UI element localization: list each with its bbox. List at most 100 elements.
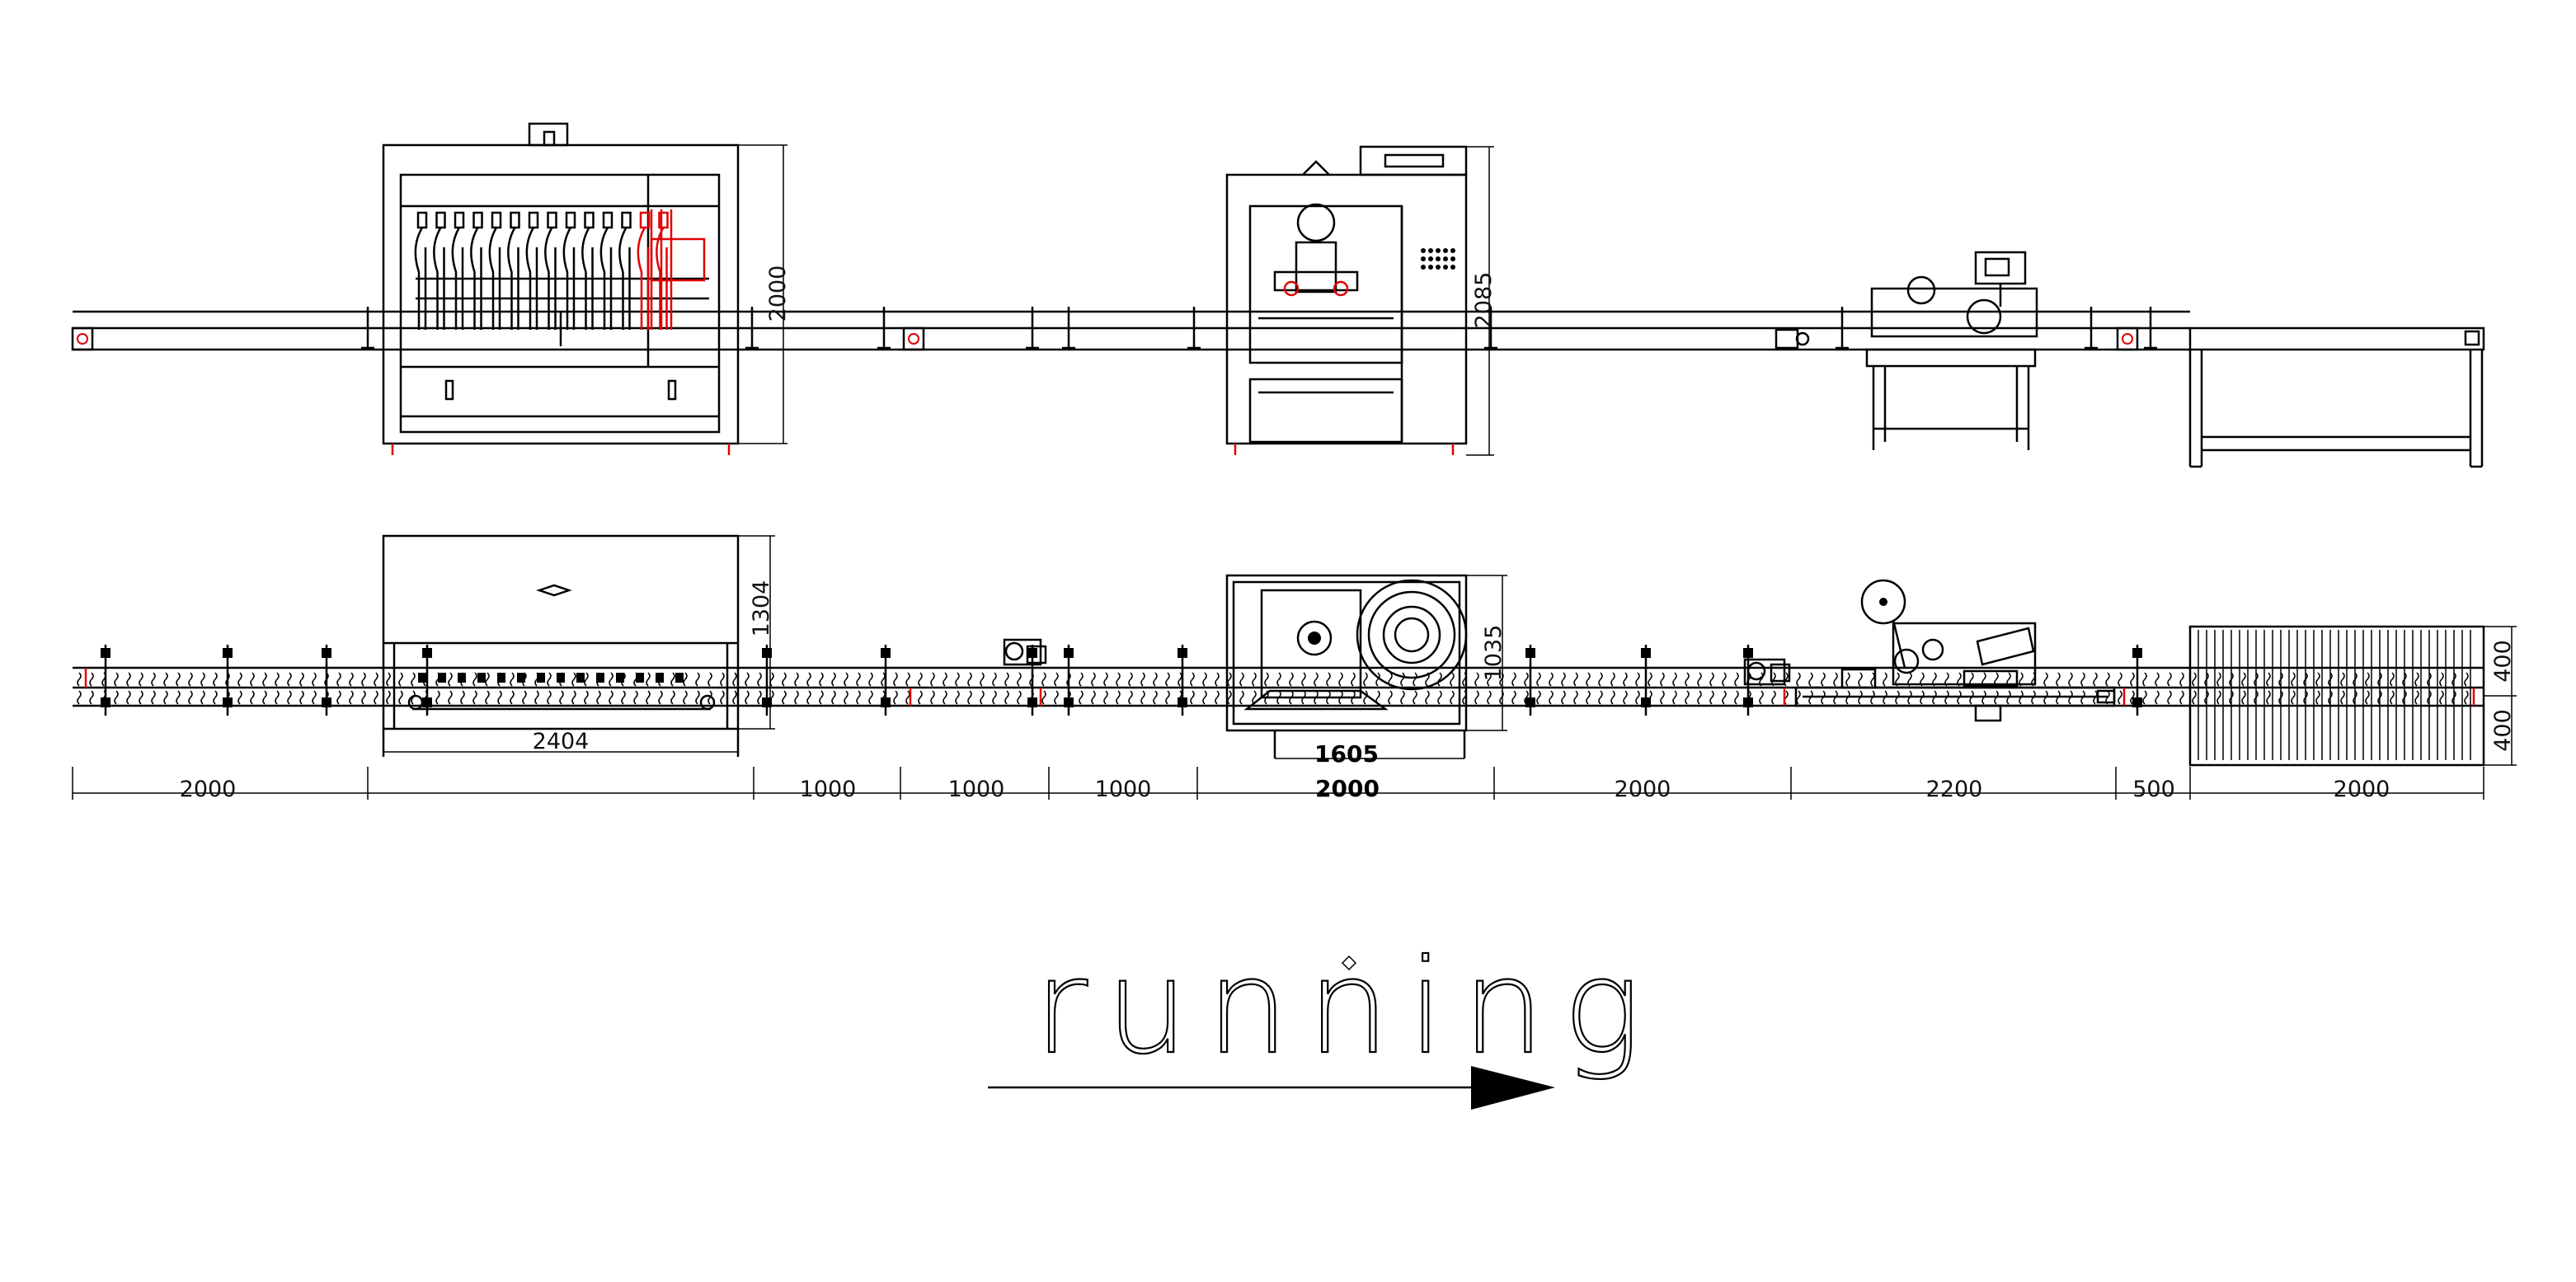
- chain-link: [905, 672, 910, 687]
- nozzle-head: [510, 211, 520, 229]
- chain-link: [1190, 672, 1195, 687]
- chain-link: [571, 672, 576, 687]
- chain-link: [77, 672, 82, 687]
- chain-link: [2105, 672, 2110, 687]
- capper-width-label: 1605: [1314, 740, 1379, 768]
- chain-link: [200, 690, 205, 705]
- chain-link: [1437, 672, 1442, 687]
- chain-link: [176, 672, 181, 687]
- chain-link: [2315, 690, 2320, 705]
- filler-machine-elevation: [382, 122, 740, 455]
- chain-link: [361, 672, 366, 687]
- nozzle-plan: [675, 673, 684, 683]
- nozzle-hose: [414, 227, 424, 330]
- chain-link: [522, 690, 527, 705]
- chain-link: [250, 690, 255, 705]
- chain-link: [139, 690, 143, 705]
- chain-link: [1239, 690, 1244, 705]
- chain-link: [633, 690, 638, 705]
- chain-link: [1586, 672, 1591, 687]
- chain-link: [448, 690, 453, 705]
- chain-link: [1610, 672, 1615, 687]
- chain-link: [126, 672, 131, 687]
- chain-link: [497, 690, 502, 705]
- chain-link: [262, 672, 267, 687]
- guide-post-cap: [1027, 697, 1037, 707]
- chain-link: [930, 690, 935, 705]
- nozzle-head: [621, 211, 632, 229]
- chain-link: [670, 690, 675, 705]
- chain-link: [1227, 672, 1232, 687]
- segment-label-1: 2000: [180, 777, 237, 802]
- chain-link: [2464, 672, 2469, 687]
- chain-link: [819, 690, 824, 705]
- chain-link: [1388, 690, 1393, 705]
- chain-link: [609, 690, 613, 705]
- capper-machine-plan: 1605: [1225, 574, 1468, 768]
- chain-link: [1536, 690, 1541, 705]
- chain-link: [188, 672, 193, 687]
- chain-link: [1796, 672, 1801, 687]
- nozzle-hose: [637, 227, 646, 330]
- table-depth-top-label: 400: [2490, 640, 2516, 683]
- chain-link: [2130, 672, 2135, 687]
- segment-label-6: 2000: [1615, 777, 1671, 802]
- segment-label-2: 1000: [800, 777, 857, 802]
- chain-link: [1685, 690, 1690, 705]
- labeler-machine-elevation: [1775, 251, 2038, 450]
- elevation-view: 2000 2085: [71, 122, 2485, 468]
- nozzle-plan: [418, 673, 426, 683]
- guide-post-cap: [1743, 697, 1753, 707]
- chain-link: [2167, 672, 2172, 687]
- guide-post-cap: [2132, 697, 2142, 707]
- chain-link: [720, 690, 725, 705]
- nozzle-plan: [636, 673, 644, 683]
- chain-link: [1215, 672, 1220, 687]
- chain-link: [1091, 690, 1096, 705]
- chain-link: [1425, 690, 1430, 705]
- chain-link: [2093, 672, 2098, 687]
- chain-link: [2390, 690, 2395, 705]
- chain-link: [151, 690, 156, 705]
- chain-link: [646, 690, 651, 705]
- chain-link: [1511, 690, 1516, 705]
- chain-link: [2340, 672, 2345, 687]
- chain-link: [1165, 690, 1170, 705]
- guide-post-cap: [2132, 648, 2142, 658]
- chain-link: [1400, 672, 1405, 687]
- guide-post-cap: [1027, 648, 1037, 658]
- filler-height-dimension: 2000: [738, 144, 791, 444]
- nozzle-plan: [497, 673, 505, 683]
- control-dot: [1421, 248, 1426, 253]
- chain-link: [1289, 672, 1294, 687]
- chain-link: [868, 672, 873, 687]
- conveyor-motor-1: [1003, 638, 1047, 666]
- chain-link: [1573, 690, 1578, 705]
- nozzle-head: [472, 211, 483, 229]
- nozzle-plan: [616, 673, 624, 683]
- guide-post-cap: [1525, 697, 1535, 707]
- segment-dimensions: 2000 1000 1000 1000 2000 2000 2200 500 2…: [72, 767, 2484, 802]
- chain-link: [1623, 672, 1628, 687]
- control-dot: [1428, 256, 1433, 261]
- chain-link: [670, 672, 675, 687]
- chain-link: [1041, 690, 1046, 705]
- nozzle-plan: [537, 673, 545, 683]
- chain-link: [1561, 672, 1566, 687]
- chain-link: [1116, 672, 1121, 687]
- nozzle-hose: [544, 227, 553, 330]
- chain-link: [1709, 672, 1714, 687]
- capper-height-dimension: 2085: [1466, 146, 1497, 456]
- chain-link: [275, 690, 280, 705]
- chain-link: [1301, 672, 1306, 687]
- guide-post-cap: [223, 697, 233, 707]
- chain-link: [1190, 690, 1195, 705]
- chain-link: [757, 690, 762, 705]
- chain-link: [1450, 690, 1455, 705]
- control-dot: [1428, 248, 1433, 253]
- chain-link: [980, 672, 985, 687]
- chain-link: [114, 672, 119, 687]
- chain-link: [992, 690, 997, 705]
- guide-post-cap: [1525, 648, 1535, 658]
- chain-link: [510, 672, 515, 687]
